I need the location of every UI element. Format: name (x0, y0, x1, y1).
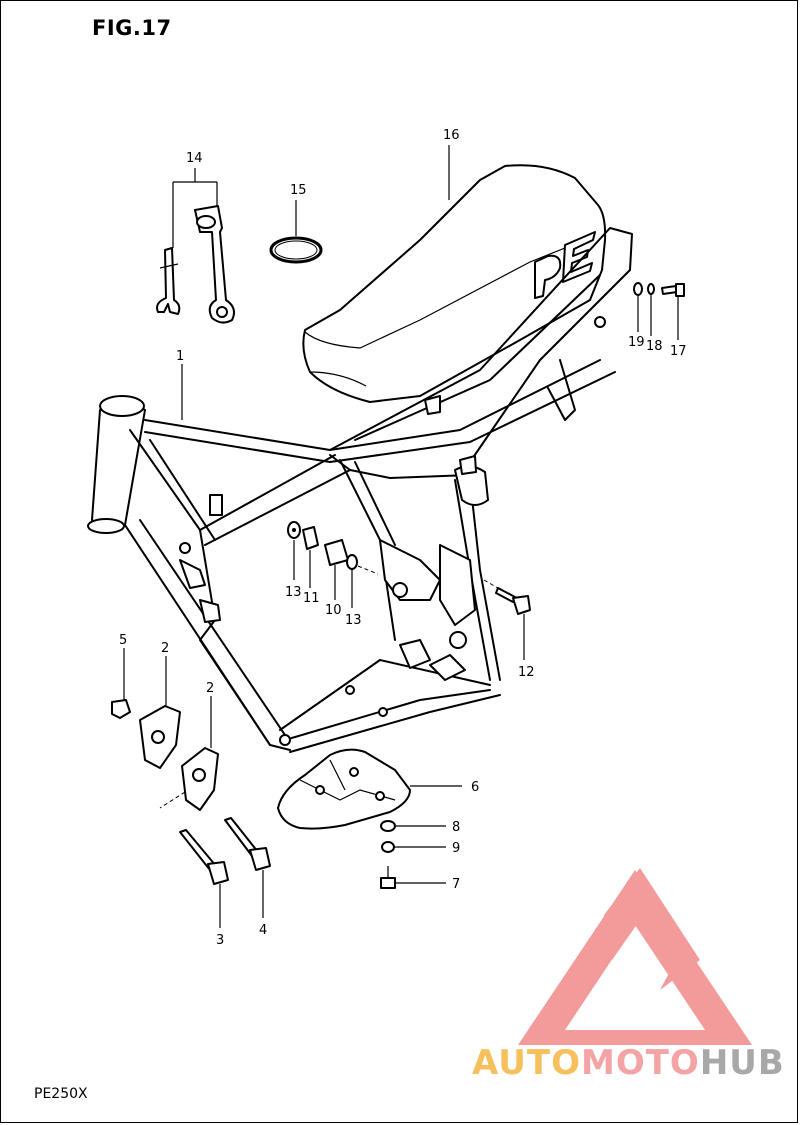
parts-7-8-9-hardware (380, 820, 396, 889)
callout-2-left: 2 (161, 641, 169, 656)
callout-19: 19 (628, 335, 645, 350)
part-1-frame (87, 227, 633, 753)
part-3-bolt (179, 829, 229, 885)
part-5-nut (111, 699, 131, 719)
brand-part-auto: AUTO (472, 1043, 581, 1083)
brand-part-moto: MOTO (580, 1043, 700, 1083)
callout-3: 3 (216, 933, 224, 948)
part-2-engine-plate-right (159, 747, 219, 811)
callout-8: 8 (452, 820, 460, 835)
callout-17: 17 (670, 344, 687, 359)
callout-5: 5 (119, 633, 127, 648)
watermark-logo (518, 868, 752, 1045)
model-code: PE250X (34, 1086, 88, 1102)
parts-10-11-13-spacers (287, 521, 379, 575)
brand-part-hub: HUB (699, 1043, 785, 1083)
callout-14: 14 (186, 151, 203, 166)
callout-18: 18 (646, 339, 663, 354)
part-4-bolt (224, 817, 271, 871)
callout-11: 11 (303, 591, 320, 606)
callout-12: 12 (518, 665, 535, 680)
callout-1: 1 (176, 349, 184, 364)
callout-6: 6 (471, 780, 479, 795)
part-12-bolt (483, 579, 531, 615)
callout-4: 4 (259, 923, 267, 938)
part-14-tools (156, 205, 235, 324)
part-2-engine-plate-left (139, 705, 181, 769)
callout-13-left: 13 (285, 585, 302, 600)
leader-lines (123, 145, 679, 928)
callout-10: 10 (325, 603, 342, 618)
part-15-o-ring (269, 236, 323, 264)
callout-13-right: 13 (345, 613, 362, 628)
callout-15: 15 (290, 183, 307, 198)
part-6-skid-plate (277, 748, 411, 830)
parts-17-18-19-fasteners (633, 282, 685, 297)
callout-16: 16 (443, 128, 460, 143)
callout-2-right: 2 (206, 681, 214, 696)
figure-title: FIG.17 (92, 16, 172, 40)
callout-9: 9 (452, 841, 460, 856)
callouts: 16 14 15 1 19 18 17 13 11 10 13 12 5 2 2… (119, 128, 687, 948)
callout-7: 7 (452, 877, 460, 892)
watermark-brand-text: AUTOMOTOHUB (472, 1043, 785, 1083)
